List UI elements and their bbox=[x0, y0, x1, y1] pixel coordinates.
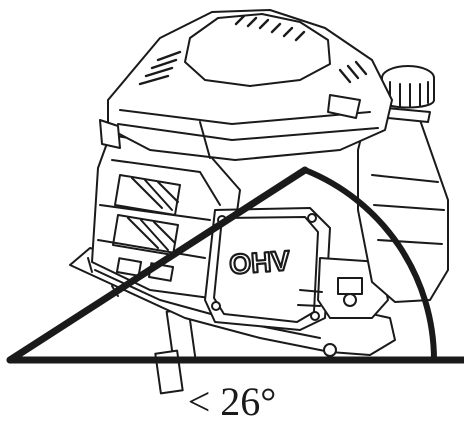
fuel-tank-icon bbox=[357, 109, 449, 303]
angle-arc bbox=[302, 167, 437, 363]
vent-slots-icon bbox=[138, 14, 368, 86]
side-bracket-icon bbox=[99, 94, 361, 149]
valve-cover-icon bbox=[204, 207, 331, 331]
engine-label: OHV bbox=[228, 245, 291, 280]
engine-illustration-icon: OHV bbox=[69, 9, 449, 395]
tilt-angle-icon bbox=[6, 166, 464, 364]
top-cover-icon bbox=[184, 13, 331, 87]
angle-caption: < 26° bbox=[187, 379, 277, 424]
tilt-line bbox=[6, 166, 309, 364]
